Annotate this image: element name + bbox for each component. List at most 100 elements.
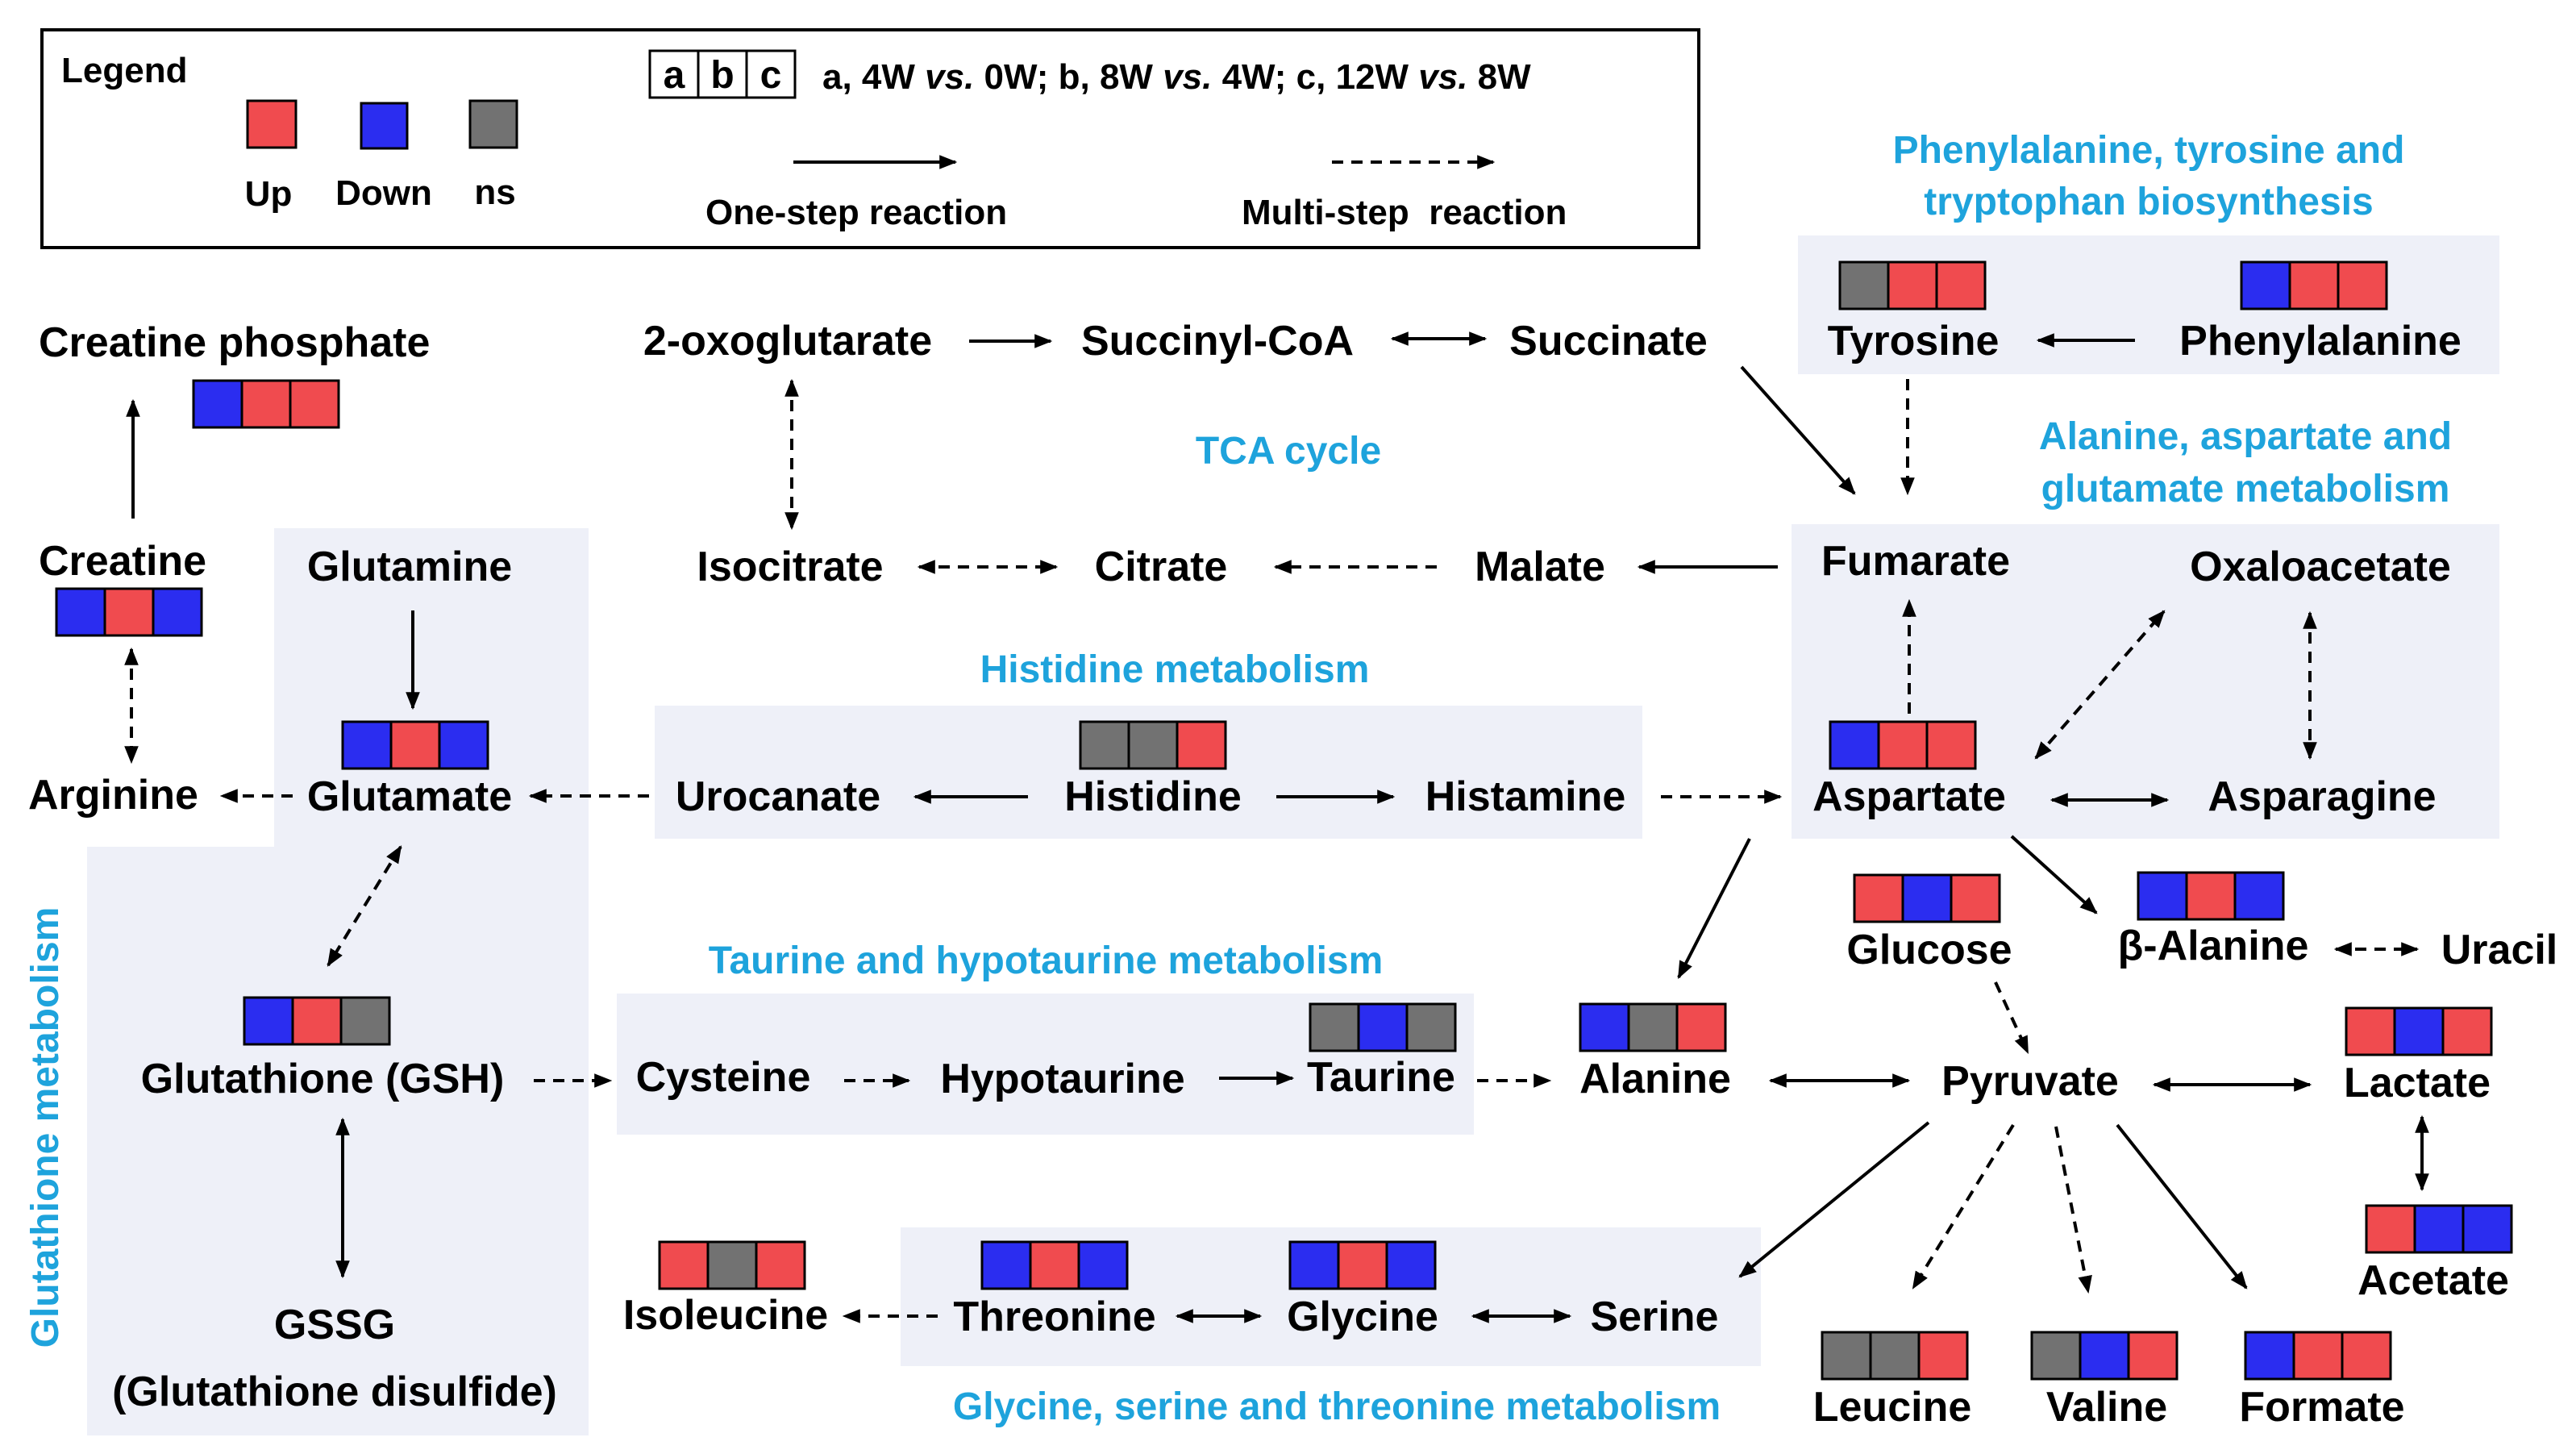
heatcell-phenylalanine-a: [2240, 260, 2291, 310]
pathway-label-glutathione: Glutathione metabolism: [24, 907, 67, 1348]
heatbox-aspartate: [1829, 720, 1977, 770]
arrow-aspartate-oxaloacetate: [2034, 610, 2166, 760]
heatcell-glutamate-c: [438, 720, 489, 770]
metabolite-succinyl-coa: Succinyl-CoA: [1081, 318, 1354, 365]
metabolite-labels: Creatine phosphate Creatine Glutamine Ar…: [28, 318, 2557, 1431]
heatcell-formate-b: [2292, 1331, 2344, 1381]
heatcell-aspartate-a: [1829, 720, 1880, 770]
heatcell-phenylalanine-b: [2288, 260, 2340, 310]
heatcell-tyrosine-b: [1887, 260, 1938, 310]
heatbox-phenylalanine: [2240, 260, 2388, 310]
metabolite-cysteine: Cysteine: [636, 1054, 811, 1101]
pathway-label-his: Histidine metabolism: [980, 648, 1370, 691]
legend-title: Legend: [61, 51, 187, 90]
legend-comparisons: a, 4W vs. 0W; b, 8W vs. 4W; c, 12W vs. 8…: [822, 57, 1531, 97]
heatbox-alanine: [1579, 1002, 1727, 1052]
metabolite-phenylalanine: Phenylalanine: [2179, 318, 2462, 365]
heatbox-formate: [2244, 1331, 2392, 1381]
heatbox-creatine-phosphate: [192, 379, 340, 429]
metabolite-fumarate: Fumarate: [1821, 538, 2010, 585]
metabolite-histamine: Histamine: [1425, 773, 1626, 820]
pathway-labels: Phenylalanine, tyrosine and tryptophan b…: [24, 129, 2452, 1428]
metabolite-2-oxoglutarate: 2-oxoglutarate: [643, 318, 932, 365]
metabolite-beta-alanine: β-Alanine: [2118, 923, 2309, 969]
arrow-succinate-to-fumarate: [1740, 365, 1856, 495]
metabolite-succinate: Succinate: [1509, 318, 1708, 365]
heatcell-beta-alanine-a: [2137, 871, 2188, 921]
metabolite-gssg: GSSG: [274, 1302, 395, 1348]
heatbox-tyrosine: [1838, 260, 1987, 310]
legend-box: [40, 28, 1700, 249]
legend-multi-step-label: Multi-step reaction: [1242, 193, 1567, 232]
heatcell-histidine-b: [1127, 720, 1179, 770]
heatbox-histidine: [1079, 720, 1227, 770]
metabolite-histidine: Histidine: [1064, 773, 1242, 820]
legend-up-swatch: [246, 99, 298, 149]
heatcell-glucose-b: [1901, 873, 1953, 923]
heatcell-lactate-c: [2441, 1006, 2493, 1056]
heatcell-threonine-a: [980, 1240, 1032, 1290]
metabolite-leucine: Leucine: [1813, 1384, 1972, 1431]
heatcell-threonine-c: [1077, 1240, 1129, 1290]
pathway-label-tca: TCA cycle: [1196, 430, 1381, 473]
heatcell-glycine-c: [1385, 1240, 1437, 1290]
heatcell-valine-c: [2127, 1331, 2179, 1381]
heatcell-taurine-c: [1405, 1002, 1457, 1052]
heatcell-glutamate-b: [389, 720, 441, 770]
heatcell-glutamate-a: [341, 720, 393, 770]
heatcell-creatine-c: [152, 587, 203, 637]
metabolite-formate: Formate: [2239, 1384, 2404, 1431]
metabolite-serine: Serine: [1591, 1294, 1719, 1340]
legend: Legend Up Down ns a b c a, 4W vs. 0W; b,…: [40, 28, 1700, 249]
heatcell-phenylalanine-c: [2337, 260, 2388, 310]
heatcell-gsh-a: [243, 996, 294, 1046]
heatcell-creatine-b: [103, 587, 155, 637]
arrow-pyruvate-to-leucine: [1912, 1123, 2015, 1289]
metabolite-isoleucine: Isoleucine: [623, 1292, 828, 1339]
heatcell-lactate-b: [2393, 1006, 2445, 1056]
heatcell-threonine-b: [1029, 1240, 1080, 1290]
metabolite-valine: Valine: [2046, 1384, 2167, 1431]
metabolite-glutamine: Glutamine: [307, 544, 512, 590]
arrow-glutamate-gsh: [327, 845, 402, 967]
metabolite-gsh: Glutathione (GSH): [141, 1056, 505, 1102]
heatcell-isoleucine-c: [755, 1240, 806, 1290]
heatcell-isoleucine-a: [658, 1240, 710, 1290]
legend-down-label: Down: [335, 173, 432, 213]
pathway-label-phe-1: Phenylalanine, tyrosine and: [1893, 129, 2405, 172]
metabolite-alanine: Alanine: [1579, 1056, 1731, 1102]
heatcell-gsh-b: [291, 996, 343, 1046]
heatcell-leucine-b: [1869, 1331, 1921, 1381]
heatbox-taurine: [1309, 1002, 1457, 1052]
metabolite-asparagine: Asparagine: [2208, 773, 2436, 820]
arrow-pyruvate-to-serine: [1738, 1121, 1930, 1278]
pathway-label-phe-2: tryptophan biosynthesis: [1924, 181, 2373, 223]
metabolite-isocitrate: Isocitrate: [697, 544, 883, 590]
legend-up-label: Up: [245, 174, 293, 214]
heatcell-alanine-c: [1675, 1002, 1727, 1052]
metabolite-creatine: Creatine: [39, 538, 206, 585]
legend-letter-a: a: [664, 54, 685, 97]
arrow-glucose-to-pyruvate: [1994, 981, 2029, 1054]
arrow-aspartate-to-beta-alanine: [2010, 835, 2098, 914]
legend-letter-c: c: [760, 54, 782, 97]
metabolite-threonine: Threonine: [953, 1294, 1155, 1340]
heatcell-leucine-a: [1821, 1331, 1872, 1381]
heatbox-threonine: [980, 1240, 1129, 1290]
heatbox-acetate: [2365, 1204, 2513, 1254]
panel-glutathione: [87, 528, 589, 1435]
legend-down-swatch: [360, 102, 409, 150]
metabolite-oxaloacetate: Oxaloacetate: [2190, 544, 2451, 590]
heatcell-alanine-b: [1627, 1002, 1679, 1052]
fold-change-boxes: [55, 260, 2513, 1381]
heatcell-glucose-a: [1853, 873, 1904, 923]
heatcell-formate-c: [2341, 1331, 2392, 1381]
heatcell-histidine-c: [1176, 720, 1227, 770]
heatcell-alanine-a: [1579, 1002, 1630, 1052]
heatbox-lactate: [2345, 1006, 2493, 1056]
pathway-label-ala-2: glutamate metabolism: [2041, 468, 2450, 510]
heatcell-aspartate-c: [1925, 720, 1977, 770]
legend-ns-swatch: [468, 99, 518, 149]
